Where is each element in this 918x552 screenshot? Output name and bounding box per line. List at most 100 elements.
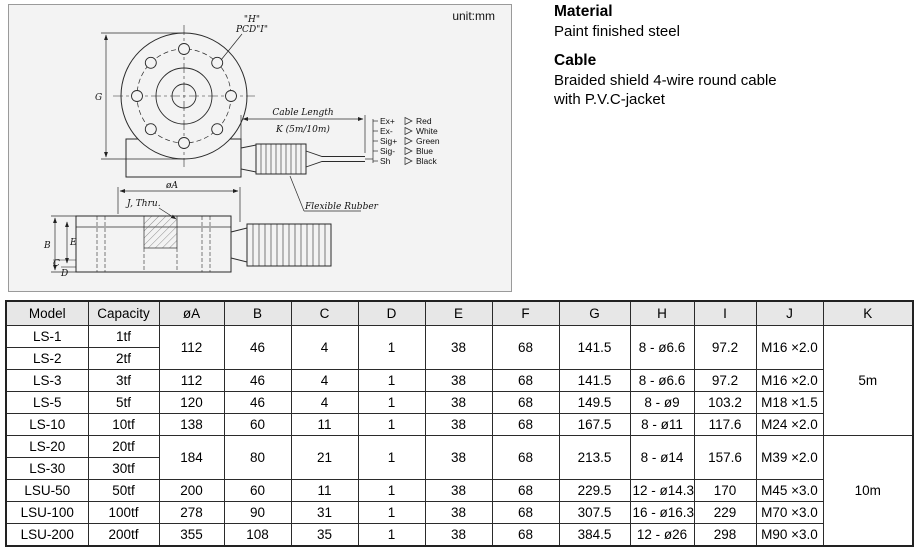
cell-dim-j: M70 ×3.0 xyxy=(755,501,824,524)
wire-arrow-icon xyxy=(404,116,413,126)
cell-dim-e: 38 xyxy=(424,501,493,524)
cell-dim-b: 108 xyxy=(223,523,292,547)
cell-dim-f: 68 xyxy=(491,369,560,392)
wire-arrow-icon xyxy=(404,146,413,156)
cell-dim-j: M45 ×3.0 xyxy=(755,479,824,502)
g-dim-label: G xyxy=(95,93,102,103)
cable-length-value: K (5m/10m) xyxy=(275,124,330,135)
cell-dim-c: 31 xyxy=(290,501,359,524)
cell-dim-i: 97.2 xyxy=(693,325,757,370)
cell-dim-h: 16 - ø16.3 xyxy=(629,501,695,524)
header-row: Model Capacity øA B C D E F G H I J K xyxy=(5,300,914,326)
cell-dim-a: 120 xyxy=(158,391,225,414)
cell-dim-f: 68 xyxy=(491,501,560,524)
cell-dim-a: 112 xyxy=(158,325,225,370)
cell-dim-h: 8 - ø6.6 xyxy=(629,369,695,392)
cell-dim-a: 138 xyxy=(158,413,225,436)
bolt-holes xyxy=(131,43,237,149)
cell-dim-e: 38 xyxy=(424,413,493,436)
wire-arrow-icon xyxy=(404,136,413,146)
cell-model: LSU-200 xyxy=(5,523,89,547)
cell-dim-h: 12 - ø14.3 xyxy=(629,479,695,502)
wire-arrow-icon xyxy=(404,126,413,136)
cell-capacity: 20tf xyxy=(87,435,160,458)
wire-color: Red xyxy=(416,116,432,126)
cell-capacity: 2tf xyxy=(87,347,160,370)
cell-model: LS-20 xyxy=(5,435,89,458)
cell-dim-i: 117.6 xyxy=(693,413,757,436)
table-row: LSU-50 50tf 200 60 11 1 38 68 229.5 12 -… xyxy=(5,479,913,502)
e-dim-label: E xyxy=(69,238,77,248)
cell-dim-c: 21 xyxy=(290,435,359,480)
bottom-view xyxy=(75,215,332,273)
cable-length-label: Cable Length xyxy=(272,108,333,118)
b-dim-label: B xyxy=(43,241,51,251)
cell-dim-e: 38 xyxy=(424,325,493,370)
cell-dim-d: 1 xyxy=(357,391,426,414)
cell-dim-h: 8 - ø14 xyxy=(629,435,695,480)
material-value: Paint finished steel xyxy=(554,23,680,40)
cell-capacity: 3tf xyxy=(87,369,160,392)
cell-dim-g: 384.5 xyxy=(558,523,631,547)
technical-diagram: "H" PCD"I" G Cable Length K (5m/10m) xyxy=(43,15,440,279)
flexible-boot-bottom-icon xyxy=(246,223,332,267)
wire-label: Sh xyxy=(380,156,391,166)
cell-dim-b: 46 xyxy=(223,369,292,392)
cell-dim-i: 229 xyxy=(693,501,757,524)
cell-model: LS-1 xyxy=(5,325,89,348)
cell-dim-g: 141.5 xyxy=(558,369,631,392)
pcd-label-line1: "H" xyxy=(244,15,260,25)
cell-dim-h: 8 - ø11 xyxy=(629,413,695,436)
flexible-boot-top-icon xyxy=(255,143,307,175)
cell-cable-length: 10m xyxy=(822,435,914,547)
cell-dim-c: 4 xyxy=(290,369,359,392)
table-row: LS-1 1tf 112 46 4 1 38 68 141.5 8 - ø6.6… xyxy=(5,325,914,436)
cell-capacity: 30tf xyxy=(87,457,160,480)
spec-table-wrap: Model Capacity øA B C D E F G H I J K LS… xyxy=(5,300,914,547)
cell-dim-d: 1 xyxy=(357,501,426,524)
column-header-d: D xyxy=(357,300,426,326)
cell-dim-a: 200 xyxy=(158,479,225,502)
cell-dim-i: 170 xyxy=(693,479,757,502)
table-row: LSU-200 200tf 355 108 35 1 38 68 384.5 1… xyxy=(5,523,913,547)
cell-dim-b: 60 xyxy=(223,413,292,436)
cell-dim-e: 38 xyxy=(424,369,493,392)
cable-title: Cable xyxy=(554,52,597,69)
column-header-e: E xyxy=(424,300,493,326)
cell-dim-e: 38 xyxy=(424,479,493,502)
info-block: Material Paint finished steel Cable Brai… xyxy=(554,2,914,109)
cell-dim-g: 167.5 xyxy=(558,413,631,436)
cell-dim-g: 141.5 xyxy=(558,325,631,370)
cell-dim-b: 90 xyxy=(223,501,292,524)
j-thru-callout: J, Thru. xyxy=(125,199,177,220)
unit-label: unit:mm xyxy=(452,9,495,23)
table-row: LS-3 3tf 112 46 4 1 38 68 141.5 8 - ø6.6… xyxy=(5,369,913,392)
cell-dim-d: 1 xyxy=(357,413,426,436)
column-header-h: H xyxy=(629,300,695,326)
cell-dim-f: 68 xyxy=(491,413,560,436)
cell-dim-a: 278 xyxy=(158,501,225,524)
cell-dim-i: 103.2 xyxy=(693,391,757,414)
cell-dim-e: 38 xyxy=(424,523,493,547)
cell-dim-j: M18 ×1.5 xyxy=(755,391,824,414)
table-row: LS-30 30tf xyxy=(5,457,913,480)
flexible-rubber-label: Flexible Rubber xyxy=(304,202,379,212)
column-header-f: F xyxy=(491,300,560,326)
cell-dim-g: 307.5 xyxy=(558,501,631,524)
cell-capacity: 5tf xyxy=(87,391,160,414)
wire-arrow-icon xyxy=(404,156,413,166)
cell-dim-c: 4 xyxy=(290,325,359,370)
cell-dim-d: 1 xyxy=(357,479,426,502)
column-header-g: G xyxy=(558,300,631,326)
table-row: LS-2 2tf xyxy=(5,347,913,370)
cell-dim-c: 11 xyxy=(290,479,359,502)
top-view xyxy=(113,25,255,167)
side-dimensions: B E C D xyxy=(43,215,77,279)
table-row: LS-5 5tf 120 46 4 1 38 68 149.5 8 - ø9 1… xyxy=(5,391,913,414)
cell-dim-d: 1 xyxy=(357,369,426,392)
column-header-i: I xyxy=(693,300,757,326)
pcd-label: "H" PCD"I" xyxy=(220,15,268,61)
cell-model: LS-3 xyxy=(5,369,89,392)
column-header-j: J xyxy=(755,300,824,326)
wire-legend: Ex+ Red Ex- White Sig+ Green Sig- Blue S… xyxy=(365,116,440,166)
